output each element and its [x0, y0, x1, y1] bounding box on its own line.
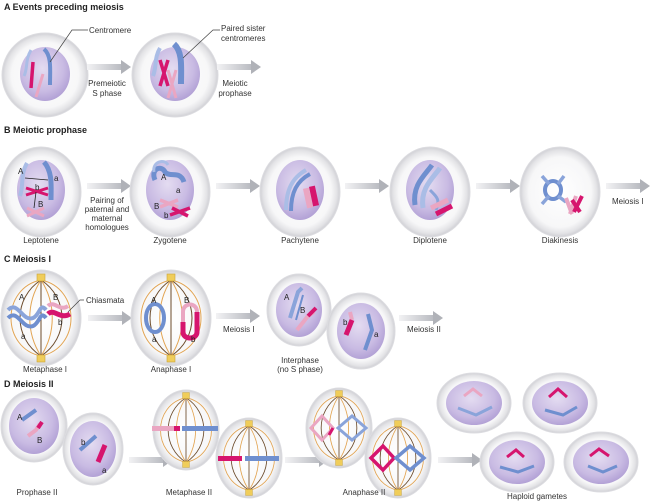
allele-a-zygotene: a [176, 186, 181, 195]
cell-metaphase-1 [0, 269, 84, 367]
arrow-to-pachytene [216, 179, 260, 193]
allele-B-prophase2: B [37, 436, 42, 445]
meiosis-1-label-c: Meiosis I [223, 325, 255, 334]
allele-A-anaphase1: A [151, 296, 157, 305]
paired-centromeres-label-2: centromeres [221, 34, 265, 43]
allele-a-metaphase1: a [21, 332, 26, 341]
allele-A-prophase2: A [17, 413, 23, 422]
stage-metaphase-2: Metaphase II [166, 488, 212, 497]
stage-interphase-2: (no S phase) [277, 365, 323, 374]
stage-diakinesis: Diakinesis [542, 236, 578, 245]
allele-B-interphase: B [300, 306, 305, 315]
cell-interphase-1 [266, 273, 332, 347]
stage-interphase-1: Interphase [281, 356, 319, 365]
cell-zygotene [129, 146, 211, 238]
gamete-2 [522, 372, 598, 434]
meiosis-2-label-c: Meiosis II [407, 325, 441, 334]
arrow-meiotic-prophase [217, 60, 261, 74]
allele-B-leptotene: B [38, 200, 43, 209]
arrow-meiosis-1-b [606, 179, 650, 193]
allele-b-prophase2: b [81, 438, 86, 447]
paired-centromeres-label-1: Paired sister [221, 24, 266, 33]
chromosome-magenta [29, 61, 35, 89]
allele-B-metaphase1: B [53, 293, 58, 302]
allele-A-metaphase1: A [19, 293, 25, 302]
allele-b-zygotene: b [164, 211, 169, 220]
centromere-pointer [49, 29, 88, 63]
stage-pachytene: Pachytene [281, 236, 319, 245]
chiasmata-label: Chiasmata [86, 296, 125, 305]
stage-haploid-gametes: Haploid gametes [507, 492, 567, 501]
premeiotic-label-2: S phase [92, 89, 122, 98]
cell-pachytene [259, 146, 341, 238]
allele-B-anaphase1: B [184, 296, 189, 305]
centromere-label: Centromere [89, 26, 132, 35]
section-d-title: D Meiosis II [4, 379, 54, 389]
arrow-pairing [87, 179, 131, 193]
stage-diplotene: Diplotene [413, 236, 447, 245]
arrow-to-anaphase-1 [88, 311, 132, 325]
cell-prophase-2b [62, 412, 124, 486]
pairing-label-2: paternal and [85, 205, 129, 214]
cell-anaphase-2b [364, 417, 432, 499]
allele-B-zygotene: B [154, 202, 159, 211]
allele-b-interphase: b [343, 318, 348, 327]
allele-a-leptotene: a [54, 174, 59, 183]
cell-diplotene [389, 146, 471, 238]
gamete-1 [436, 372, 512, 434]
cell-metaphase-2b [215, 417, 283, 499]
cell-a1 [1, 29, 89, 118]
cell-anaphase-2a [305, 387, 373, 469]
premeiotic-label-1: Premeiotic [88, 79, 126, 88]
chromosome-blue-light [22, 49, 33, 77]
arrow-to-diakinesis [476, 179, 520, 193]
arrow-to-diplotene [345, 179, 389, 193]
stage-anaphase-1: Anaphase I [151, 365, 191, 374]
allele-a-anaphase1: a [152, 335, 157, 344]
allele-A-interphase: A [284, 293, 290, 302]
chromosome-magenta-x [158, 59, 170, 87]
section-c-title: C Meiosis I [4, 254, 51, 264]
allele-A-zygotene: A [161, 173, 167, 182]
allele-A-leptotene: A [18, 167, 24, 176]
arrow-meiosis-2-c [399, 311, 443, 325]
stage-leptotene: Leptotene [23, 236, 59, 245]
pairing-label-1: Pairing of [90, 196, 125, 205]
pairing-label-3: maternal [91, 214, 122, 223]
gamete-4 [563, 431, 639, 493]
allele-a-prophase2: a [102, 466, 107, 475]
allele-b-anaphase1: b [191, 335, 196, 344]
allele-a-interphase: a [374, 330, 379, 339]
arrow-meiosis-1-c [216, 309, 260, 323]
cell-diakinesis [519, 146, 601, 238]
section-b-title: B Meiotic prophase [4, 125, 87, 135]
meiotic-prophase-label-1: Meiotic [222, 79, 247, 88]
meiotic-prophase-label-2: prophase [218, 89, 252, 98]
section-a-title: A Events preceding meiosis [4, 2, 124, 12]
chromosome-pink [34, 73, 45, 98]
cell-metaphase-2a [152, 389, 220, 471]
pairing-label-4: homologues [85, 223, 129, 232]
stage-zygotene: Zygotene [153, 236, 187, 245]
meiosis-1-label-b: Meiosis I [612, 197, 644, 206]
cell-leptotene [0, 146, 82, 238]
cell-prophase-2a [0, 389, 68, 463]
allele-b-leptotene: b [35, 183, 40, 192]
chiasmata-pointer [67, 299, 84, 313]
chromosome-blue [42, 47, 53, 86]
stage-anaphase-2: Anaphase II [343, 488, 386, 497]
arrow-to-gametes [438, 453, 482, 467]
paired-centromeres-pointer [182, 29, 220, 59]
arrow-premeiotic [87, 60, 131, 74]
chromosome-pink-x [166, 69, 178, 99]
cell-interphase-2 [326, 292, 396, 370]
allele-b-metaphase1: b [58, 318, 63, 327]
stage-metaphase-1: Metaphase I [23, 365, 67, 374]
cell-anaphase-1 [130, 269, 212, 367]
cell-a2 [131, 29, 220, 118]
gamete-3 [479, 431, 555, 493]
stage-prophase-2: Prophase II [17, 488, 58, 497]
